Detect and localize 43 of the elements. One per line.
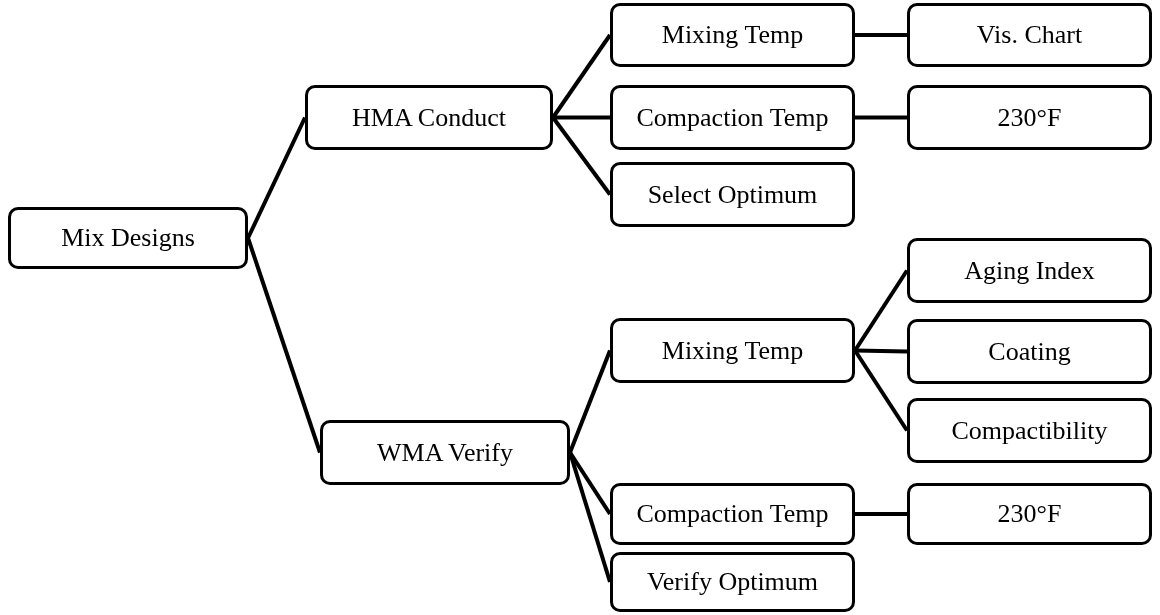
process-box xyxy=(907,483,1152,545)
process-box xyxy=(610,483,855,545)
process-box xyxy=(610,85,855,150)
node-label: Aging Index xyxy=(964,255,1095,286)
node-label: WMA Verify xyxy=(377,437,513,468)
process-box xyxy=(907,238,1152,303)
process-box xyxy=(610,3,855,67)
process-box xyxy=(907,85,1152,150)
connector-line xyxy=(551,33,612,119)
process-box xyxy=(610,552,855,612)
node-label: HMA Conduct xyxy=(352,102,506,133)
connector-line xyxy=(854,348,908,354)
connector-line xyxy=(568,451,612,583)
node-label: Vis. Chart xyxy=(976,20,1083,50)
process-box xyxy=(907,398,1152,463)
connector-line xyxy=(568,349,612,454)
process-box xyxy=(305,85,553,150)
node-label: 230°F xyxy=(997,499,1062,529)
connector-line xyxy=(853,269,909,352)
node-label: Verify Optimum xyxy=(646,567,819,597)
connector-line xyxy=(551,116,612,196)
node-label: 230°F xyxy=(997,102,1062,133)
node-label: Mix Designs xyxy=(61,223,195,253)
node-label: Mixing Temp xyxy=(661,335,804,366)
node-label: Select Optimum xyxy=(647,179,818,210)
node-label: Compaction Temp xyxy=(636,102,829,133)
process-box xyxy=(907,3,1152,67)
connector-line xyxy=(853,349,909,432)
process-box xyxy=(610,162,855,227)
connector-line xyxy=(553,115,610,120)
process-box xyxy=(8,207,248,269)
node-label: Mixing Temp xyxy=(661,20,804,50)
connector-line xyxy=(246,237,322,454)
process-box xyxy=(610,318,855,383)
node-label: Compactibility xyxy=(951,415,1108,446)
connector-line xyxy=(246,116,307,239)
process-box xyxy=(907,319,1152,384)
connector-line xyxy=(855,512,907,516)
connector-line xyxy=(855,115,907,120)
node-label: Coating xyxy=(988,336,1071,367)
node-label: Compaction Temp xyxy=(636,499,829,529)
process-box xyxy=(320,420,570,485)
connector-line xyxy=(855,33,907,37)
